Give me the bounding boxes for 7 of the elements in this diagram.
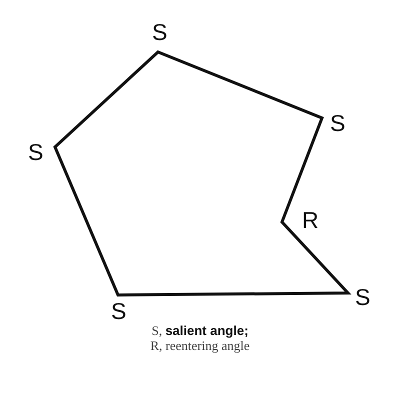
vertex-label: S: [111, 300, 126, 323]
vertex-label: S: [28, 141, 44, 164]
vertex-label: S: [152, 21, 168, 44]
figure-caption: S, salient angle; R, reentering angle: [149, 323, 251, 353]
vertex-label: S: [355, 286, 370, 309]
vertex-label: R: [302, 209, 319, 232]
vertex-label: S: [330, 112, 346, 135]
